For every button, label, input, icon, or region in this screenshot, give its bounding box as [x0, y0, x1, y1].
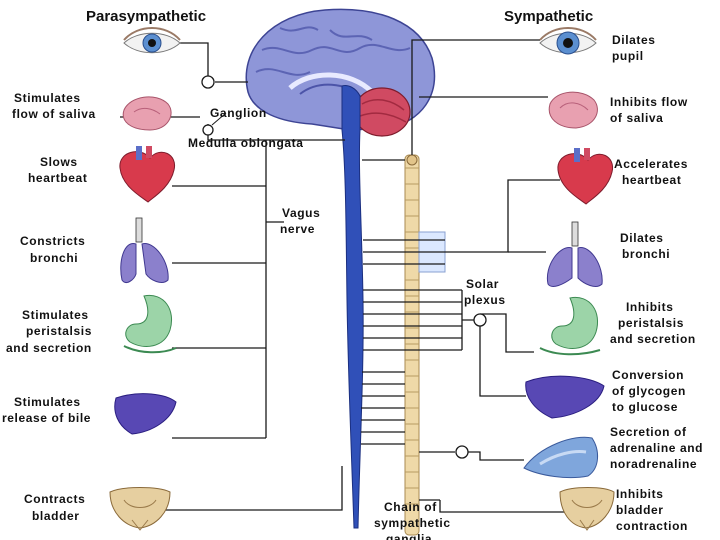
spinal-cord — [341, 85, 364, 529]
label-chain-1: Chain of — [384, 500, 437, 514]
label-chain-2: sympathetic — [374, 516, 451, 530]
sympathetic-wires — [411, 39, 566, 513]
bladder-left — [109, 487, 171, 531]
label-para-bladder-1: Contracts — [24, 492, 85, 506]
label-ganglion: Ganglion — [210, 106, 267, 120]
liver-right — [525, 375, 605, 419]
label-medulla-oblongata: Medulla oblongata — [188, 136, 304, 150]
label-symp-bronchi-1: Dilates — [620, 231, 664, 245]
label-symp-pupil-1: Dilates — [612, 33, 656, 47]
label-para-bronchi-1: Constricts — [20, 234, 85, 248]
stomach-left — [123, 294, 177, 354]
bladder-right — [559, 487, 615, 531]
lungs-right — [546, 221, 603, 287]
label-chain-3: ganglia — [386, 532, 432, 540]
label-symp-saliva-1: Inhibits flow — [610, 95, 688, 109]
ganglion-node-saliva — [202, 124, 214, 136]
label-symp-peristalsis-3: and secretion — [610, 332, 696, 346]
label-para-bladder-2: bladder — [32, 509, 80, 523]
label-symp-glycogen-2: of glycogen — [612, 384, 686, 398]
label-para-bile-2: release of bile — [2, 411, 91, 425]
heart-right — [557, 148, 614, 205]
label-vagus-2: nerve — [280, 222, 315, 236]
adrenal-ganglion-node — [455, 445, 469, 459]
label-para-saliva-2: flow of saliva — [12, 107, 96, 121]
label-para-peristalsis-1: Stimulates — [22, 308, 89, 322]
spinal-chain-connectors — [361, 159, 462, 501]
ganglion-pointer — [211, 112, 227, 126]
lungs-left — [120, 217, 169, 283]
label-para-bronchi-2: bronchi — [30, 251, 78, 265]
label-symp-heart-1: Accelerates — [614, 157, 688, 171]
adrenal-gland-right — [523, 436, 598, 479]
label-solar-2: plexus — [464, 293, 506, 307]
label-para-bile-1: Stimulates — [14, 395, 81, 409]
label-symp-bladder-2: bladder — [616, 503, 664, 517]
label-vagus-1: Vagus — [282, 206, 320, 220]
cerebellum — [353, 87, 411, 137]
label-symp-saliva-2: of saliva — [610, 111, 663, 125]
label-symp-peristalsis-1: Inhibits — [626, 300, 673, 314]
label-symp-adrenaline-2: adrenaline and — [610, 441, 703, 455]
label-para-peristalsis-2: peristalsis — [26, 324, 92, 338]
label-para-peristalsis-3: and secretion — [6, 341, 92, 355]
liver-left — [114, 393, 177, 435]
label-symp-adrenaline-1: Secretion of — [610, 425, 687, 439]
solar-plexus-node — [473, 313, 487, 327]
parasympathetic-header: Parasympathetic — [86, 8, 206, 25]
label-symp-pupil-2: pupil — [612, 49, 644, 63]
brain-illustration — [245, 8, 436, 137]
label-symp-glycogen-3: to glucose — [612, 400, 678, 414]
label-symp-bronchi-2: bronchi — [622, 247, 670, 261]
label-symp-glycogen-1: Conversion — [612, 368, 684, 382]
sympathetic-header: Sympathetic — [504, 8, 593, 25]
heart-left — [119, 146, 176, 203]
label-para-saliva-1: Stimulates — [14, 91, 81, 105]
label-symp-heart-2: heartbeat — [622, 173, 681, 187]
label-symp-bladder-1: Inhibits — [616, 487, 663, 501]
stomach-right — [539, 296, 601, 356]
sympathetic-chain — [404, 154, 446, 536]
label-symp-bladder-3: contraction — [616, 519, 688, 533]
salivary-gland-left — [122, 96, 172, 131]
eye-right — [539, 27, 597, 55]
eye-left — [123, 27, 181, 54]
label-symp-adrenaline-3: noradrenaline — [610, 457, 697, 471]
ganglion-node-top — [201, 75, 215, 89]
label-symp-peristalsis-2: peristalsis — [618, 316, 684, 330]
label-solar-1: Solar — [466, 277, 499, 291]
salivary-gland-right — [548, 91, 598, 129]
label-para-heart-1: Slows — [40, 155, 78, 169]
label-para-heart-2: heartbeat — [28, 171, 87, 185]
